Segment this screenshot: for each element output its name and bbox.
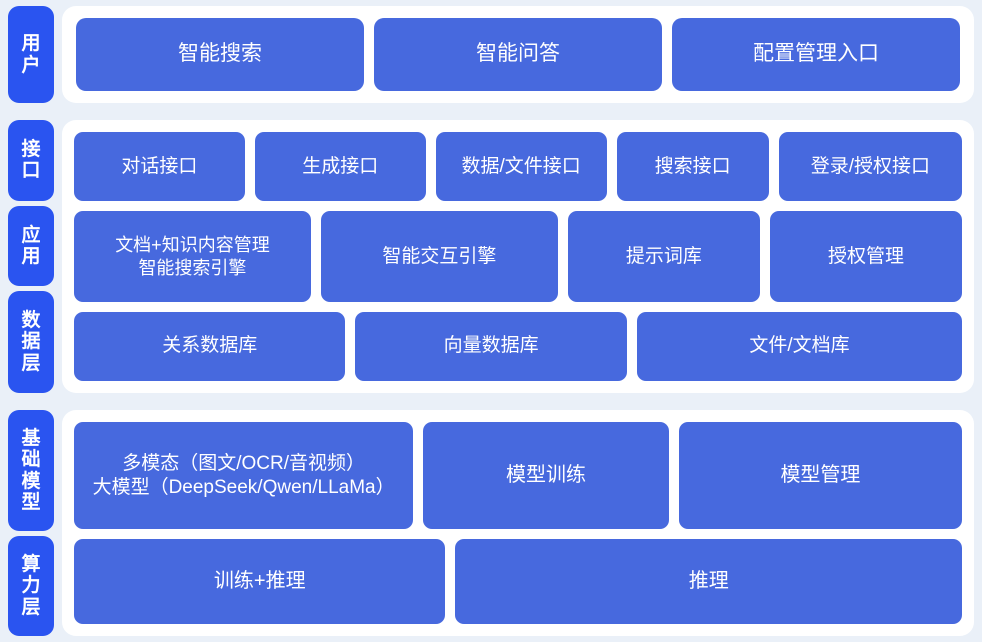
component-label: 智能搜索 xyxy=(178,42,262,66)
component-label: 关系数据库 xyxy=(162,335,258,357)
component-dialog-interface[interactable]: 对话接口 xyxy=(74,132,245,202)
layer-tab-interface[interactable]: 接口 xyxy=(8,120,54,201)
layer-panel-core: 对话接口 生成接口 数据/文件接口 搜索接口 登录/授权接口文档+知识内容管理智能搜索引… xyxy=(62,120,974,393)
layer-tab-foundation-model[interactable]: 基础模型 xyxy=(8,410,54,532)
component-label: 模型管理 xyxy=(780,464,861,487)
layer-tab-column-core: 接口应用数据层 xyxy=(8,120,54,393)
component-training-and-inference[interactable]: 训练+推理 xyxy=(74,539,446,624)
component-multimodal-large-model[interactable]: 多模态（图文/OCR/音视频）大模型（DeepSeek/Qwen/LLaMa） xyxy=(74,422,414,530)
component-label: 授权管理 xyxy=(827,245,904,267)
layer-panel-user: 智能搜索 智能问答 配置管理入口 xyxy=(62,6,974,103)
layer-tab-column-infra: 基础模型算力层 xyxy=(8,410,54,637)
component-label: 对话接口 xyxy=(121,155,198,177)
component-authorization-management[interactable]: 授权管理 xyxy=(769,211,962,302)
layer-tab-char: 算 xyxy=(21,554,41,576)
layer-row: 多模态（图文/OCR/音视频）大模型（DeepSeek/Qwen/LLaMa） 模… xyxy=(74,422,962,530)
layer-tab-char: 层 xyxy=(21,352,41,374)
component-label: 训练+推理 xyxy=(213,570,306,593)
component-label: 智能交互引擎 xyxy=(382,245,497,267)
component-vector-database[interactable]: 向量数据库 xyxy=(355,311,627,382)
layer-row: 文档+知识内容管理智能搜索引擎 智能交互引擎 提示词库 授权管理 xyxy=(74,211,962,302)
component-label: 登录/授权接口 xyxy=(810,155,931,177)
component-label: 推理 xyxy=(688,570,729,593)
component-relational-database[interactable]: 关系数据库 xyxy=(74,311,346,382)
layer-tab-data-layer[interactable]: 数据层 xyxy=(8,291,54,393)
component-label: 文档+知识内容管理 xyxy=(115,234,270,255)
layer-row: 对话接口 生成接口 数据/文件接口 搜索接口 登录/授权接口 xyxy=(74,132,963,202)
layer-tab-char: 接 xyxy=(21,139,41,161)
component-login-auth-interface[interactable]: 登录/授权接口 xyxy=(778,132,963,202)
component-generation-interface[interactable]: 生成接口 xyxy=(254,132,426,202)
layer-tab-user[interactable]: 用户 xyxy=(8,6,54,103)
layer-row: 关系数据库 向量数据库 文件/文档库 xyxy=(74,311,962,382)
component-label: 文件/文档库 xyxy=(749,335,850,357)
component-file-document-store[interactable]: 文件/文档库 xyxy=(636,311,962,382)
layer-tab-column-user: 用户 xyxy=(8,6,54,103)
layer-tab-char: 用 xyxy=(21,33,41,55)
layer-tab-char: 用 xyxy=(21,245,41,267)
layer-tab-char: 模 xyxy=(21,470,41,492)
component-label: 生成接口 xyxy=(302,155,379,177)
component-label: 数据/文件接口 xyxy=(461,155,581,177)
layer-tab-char: 型 xyxy=(21,491,41,513)
layer-tab-char: 口 xyxy=(21,160,41,182)
layer-tab-char: 力 xyxy=(21,575,41,597)
layer-panel-infra: 多模态（图文/OCR/音视频）大模型（DeepSeek/Qwen/LLaMa） 模… xyxy=(62,410,974,636)
layer-tab-char: 数 xyxy=(21,310,41,332)
component-label: 大模型（DeepSeek/Qwen/LLaMa） xyxy=(92,476,395,498)
component-label: 模型训练 xyxy=(506,464,587,487)
layer-group-infra: 基础模型算力层多模态（图文/OCR/音视频）大模型（DeepSeek/Qwen/… xyxy=(8,410,974,637)
component-search-interface[interactable]: 搜索接口 xyxy=(616,132,769,202)
layer-tab-char: 据 xyxy=(21,331,41,353)
component-intelligent-interaction-engine[interactable]: 智能交互引擎 xyxy=(320,211,558,302)
layer-tab-compute-layer[interactable]: 算力层 xyxy=(8,536,54,637)
layer-group-user: 用户 智能搜索 智能问答 配置管理入口 xyxy=(8,6,974,103)
component-model-training[interactable]: 模型训练 xyxy=(423,422,669,530)
layer-tab-char: 层 xyxy=(21,596,41,618)
component-prompt-library[interactable]: 提示词库 xyxy=(567,211,760,302)
layer-row: 智能搜索 智能问答 配置管理入口 xyxy=(76,18,960,91)
layer-tab-char: 应 xyxy=(21,224,41,246)
layer-row: 训练+推理 推理 xyxy=(74,539,962,624)
layer-tab-char: 户 xyxy=(21,54,41,76)
layer-tab-char: 基 xyxy=(21,428,41,450)
component-label: 多模态（图文/OCR/音视频） xyxy=(122,452,365,474)
component-label: 提示词库 xyxy=(625,245,702,267)
layer-tab-char: 础 xyxy=(21,449,41,471)
layer-tab-application[interactable]: 应用 xyxy=(8,205,54,287)
component-data-file-interface[interactable]: 数据/文件接口 xyxy=(435,132,607,202)
component-label: 搜索接口 xyxy=(654,155,731,177)
component-label: 智能搜索引擎 xyxy=(138,257,247,278)
component-label: 智能问答 xyxy=(476,42,560,66)
component-intelligent-search[interactable]: 智能搜索 xyxy=(76,18,364,91)
component-intelligent-qa[interactable]: 智能问答 xyxy=(374,18,662,91)
component-inference[interactable]: 推理 xyxy=(455,539,962,624)
component-doc-knowledge-management[interactable]: 文档+知识内容管理智能搜索引擎 xyxy=(74,211,311,302)
component-config-management-entry[interactable]: 配置管理入口 xyxy=(672,18,960,91)
layer-group-core: 接口应用数据层对话接口生成接口数据/文件接口搜索接口登录/授权接口文档+知识内容… xyxy=(8,120,974,393)
component-label: 配置管理入口 xyxy=(753,42,879,66)
component-model-management[interactable]: 模型管理 xyxy=(678,422,962,530)
component-label: 向量数据库 xyxy=(443,335,539,357)
